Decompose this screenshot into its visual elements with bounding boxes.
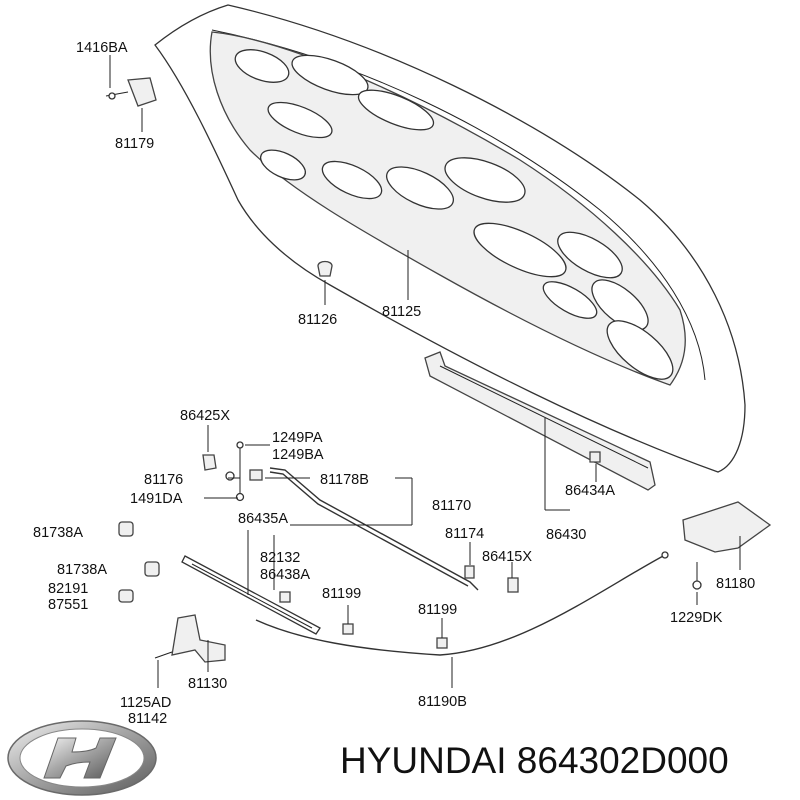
release-lever-81180 xyxy=(682,501,772,553)
label-81170: 81170 xyxy=(432,498,471,514)
label-1416BA: 1416BA xyxy=(76,40,128,56)
label-86434A: 86434A xyxy=(565,483,615,499)
grommet-82191 xyxy=(118,589,134,603)
label-82191: 82191 xyxy=(48,581,88,597)
hood-stay-rod-81170 xyxy=(269,467,479,591)
bumper-81126 xyxy=(317,260,333,277)
clip-86415X xyxy=(507,577,519,593)
label-81130: 81130 xyxy=(188,676,227,692)
hood-panel xyxy=(154,4,746,473)
label-87551: 87551 xyxy=(48,597,88,613)
label-81126: 81126 xyxy=(298,312,337,328)
label-86430: 86430 xyxy=(546,527,586,543)
label-1229DK: 1229DK xyxy=(670,610,723,626)
label-81190B: 81190B xyxy=(418,694,467,710)
strip-86435A xyxy=(181,555,321,635)
label-81180: 81180 xyxy=(716,576,755,592)
label-81738A-lower: 81738A xyxy=(57,562,107,578)
bumper-81738A-lower xyxy=(144,561,160,577)
clip-86434A xyxy=(589,451,601,463)
support-81176 xyxy=(225,471,235,481)
brand-part-number: HYUNDAI 864302D000 xyxy=(340,740,729,781)
label-86425X: 86425X xyxy=(180,408,230,424)
clip-81199-right xyxy=(436,637,448,649)
label-82132: 82132 xyxy=(260,550,300,566)
label-81176: 81176 xyxy=(144,472,183,488)
hyundai-logo-icon xyxy=(7,720,157,796)
bracket-81179 xyxy=(105,77,157,107)
label-81125: 81125 xyxy=(382,304,421,320)
stud-1249PA xyxy=(235,441,245,502)
part-labels: 1416BA 81179 81126 81125 86425X 1249PA 1… xyxy=(33,40,755,727)
screw-1229DK xyxy=(692,562,702,590)
end-piece-81178B xyxy=(249,469,263,481)
clip-86425X xyxy=(202,454,217,471)
label-81738A-upper: 81738A xyxy=(33,525,83,541)
label-81179: 81179 xyxy=(115,136,154,152)
latch-81130 xyxy=(154,614,226,663)
label-1491DA: 1491DA xyxy=(130,491,183,507)
leader-lines xyxy=(109,55,741,688)
label-81199-right: 81199 xyxy=(418,602,457,618)
label-1249PA: 1249PA xyxy=(272,430,323,446)
release-cable-81190B xyxy=(255,551,669,656)
label-81174: 81174 xyxy=(445,526,484,542)
label-81142: 81142 xyxy=(128,711,167,727)
label-86415X: 86415X xyxy=(482,549,532,565)
label-1125AD: 1125AD xyxy=(120,695,171,711)
clip-81174 xyxy=(464,565,475,579)
label-1249BA: 1249BA xyxy=(272,447,324,463)
label-86435A: 86435A xyxy=(238,511,288,527)
label-86438A: 86438A xyxy=(260,567,310,583)
label-81178B: 81178B xyxy=(320,472,369,488)
label-81199-left: 81199 xyxy=(322,586,361,602)
bumper-81738A-upper xyxy=(118,521,134,537)
clip-81199-left xyxy=(342,623,354,635)
clip-86438A xyxy=(279,591,291,603)
